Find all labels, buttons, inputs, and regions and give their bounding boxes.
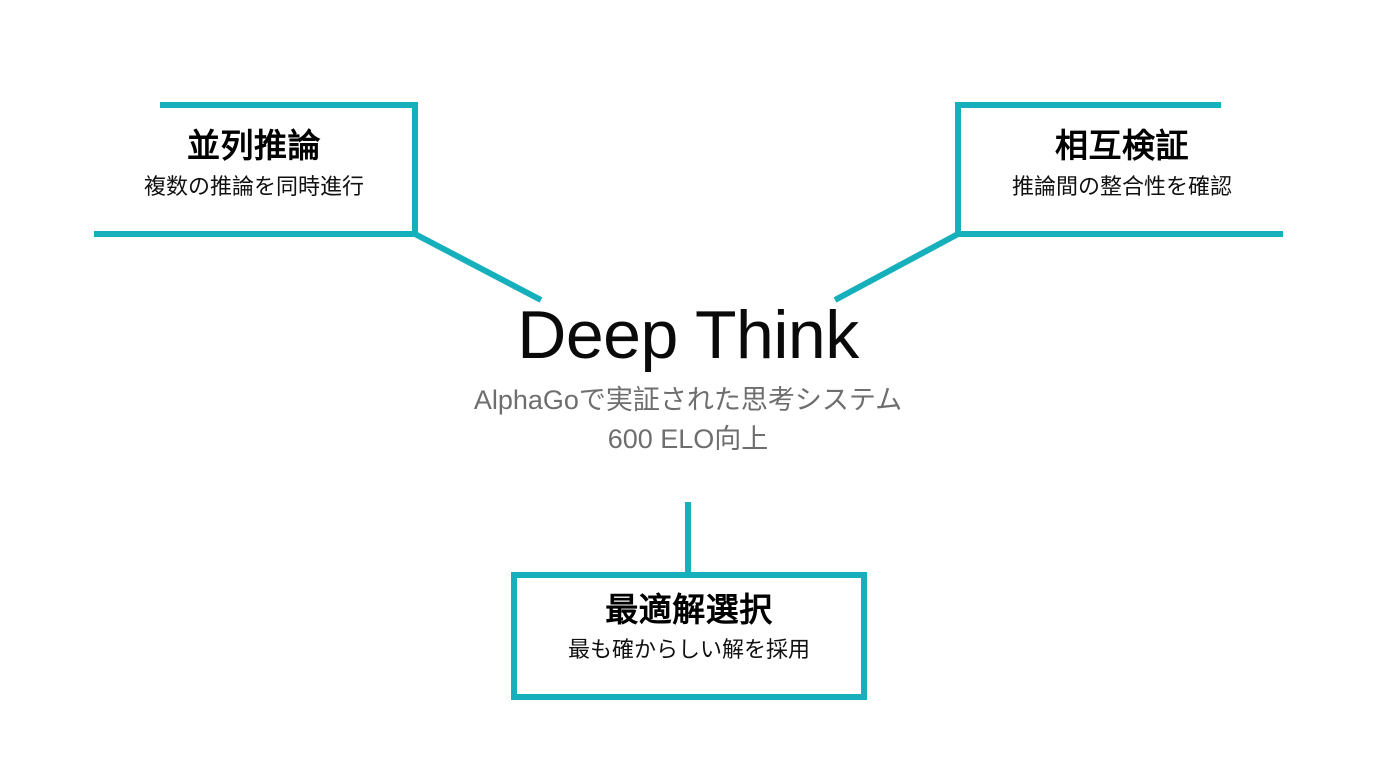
connector-parallel-to-center bbox=[413, 231, 543, 303]
node-optimal-selection-description: 最も確からしい解を採用 bbox=[567, 636, 810, 662]
node-optimal-selection-title: 最適解選択 bbox=[605, 591, 773, 628]
node-optimal-selection[interactable]: 最適解選択 最も確からしい解を採用 bbox=[511, 591, 867, 663]
node-parallel-reasoning-description: 複数の推論を同時進行 bbox=[143, 173, 364, 199]
node-cross-verification-description: 推論間の整合性を確認 bbox=[1011, 173, 1232, 199]
connector-crosscheck-to-center bbox=[833, 231, 960, 303]
center-subtitle: AlphaGoで実証された思考システム bbox=[473, 385, 903, 416]
center-hub: Deep Think AlphaGoで実証された思考システム 600 ELO向上 bbox=[0, 297, 1376, 458]
node-cross-verification-title: 相互検証 bbox=[1055, 127, 1189, 164]
center-title: Deep Think bbox=[517, 297, 859, 373]
node-cross-verification[interactable]: 相互検証 推論間の整合性を確認 bbox=[972, 127, 1272, 200]
center-metric: 600 ELO向上 bbox=[607, 423, 769, 454]
node-parallel-reasoning-title: 並列推論 bbox=[187, 127, 321, 164]
node-parallel-reasoning[interactable]: 並列推論 複数の推論を同時進行 bbox=[104, 127, 404, 200]
